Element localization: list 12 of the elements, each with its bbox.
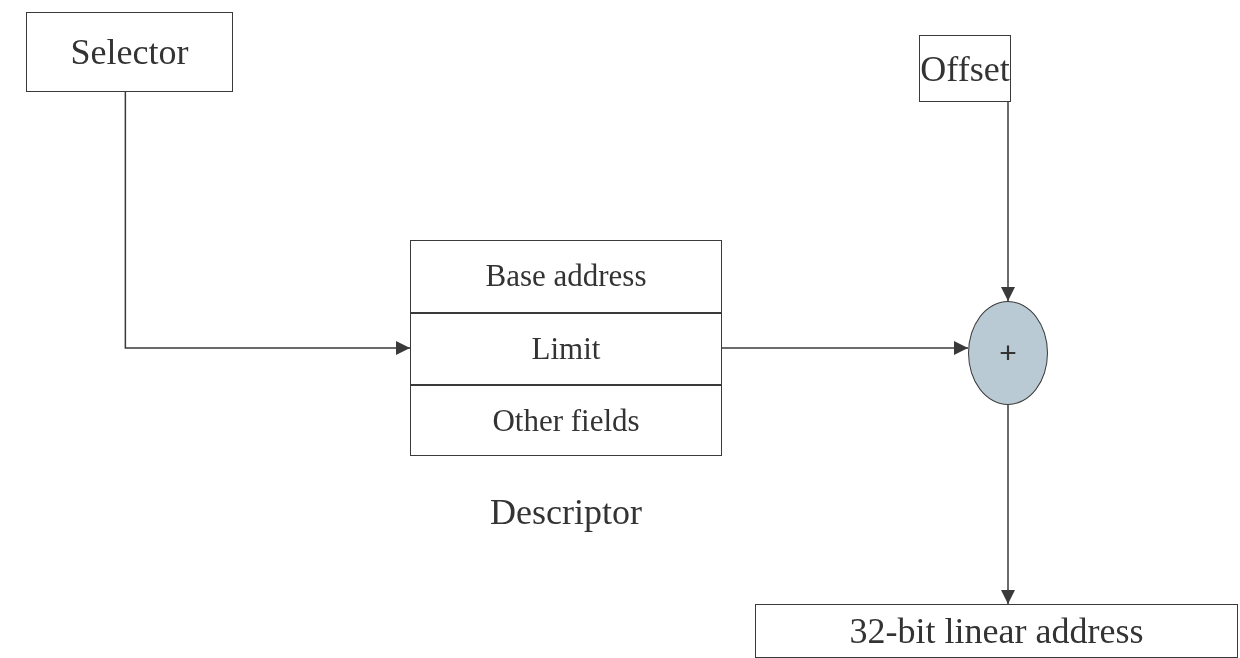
- text-box: Selector: [26, 12, 233, 92]
- arrow: [124, 91, 411, 355]
- arrow: [1001, 101, 1015, 302]
- field-cell: Base address: [411, 239, 721, 312]
- table-caption: Descriptor: [490, 491, 642, 533]
- text-box: Offset: [919, 35, 1011, 102]
- field-cell: Other fields: [411, 383, 721, 456]
- text-box: 32-bit linear address: [755, 604, 1238, 658]
- arrow: [721, 341, 969, 355]
- adder-ellipse: +: [968, 301, 1048, 405]
- arrow: [1001, 404, 1015, 605]
- field-cell: Limit: [411, 311, 721, 384]
